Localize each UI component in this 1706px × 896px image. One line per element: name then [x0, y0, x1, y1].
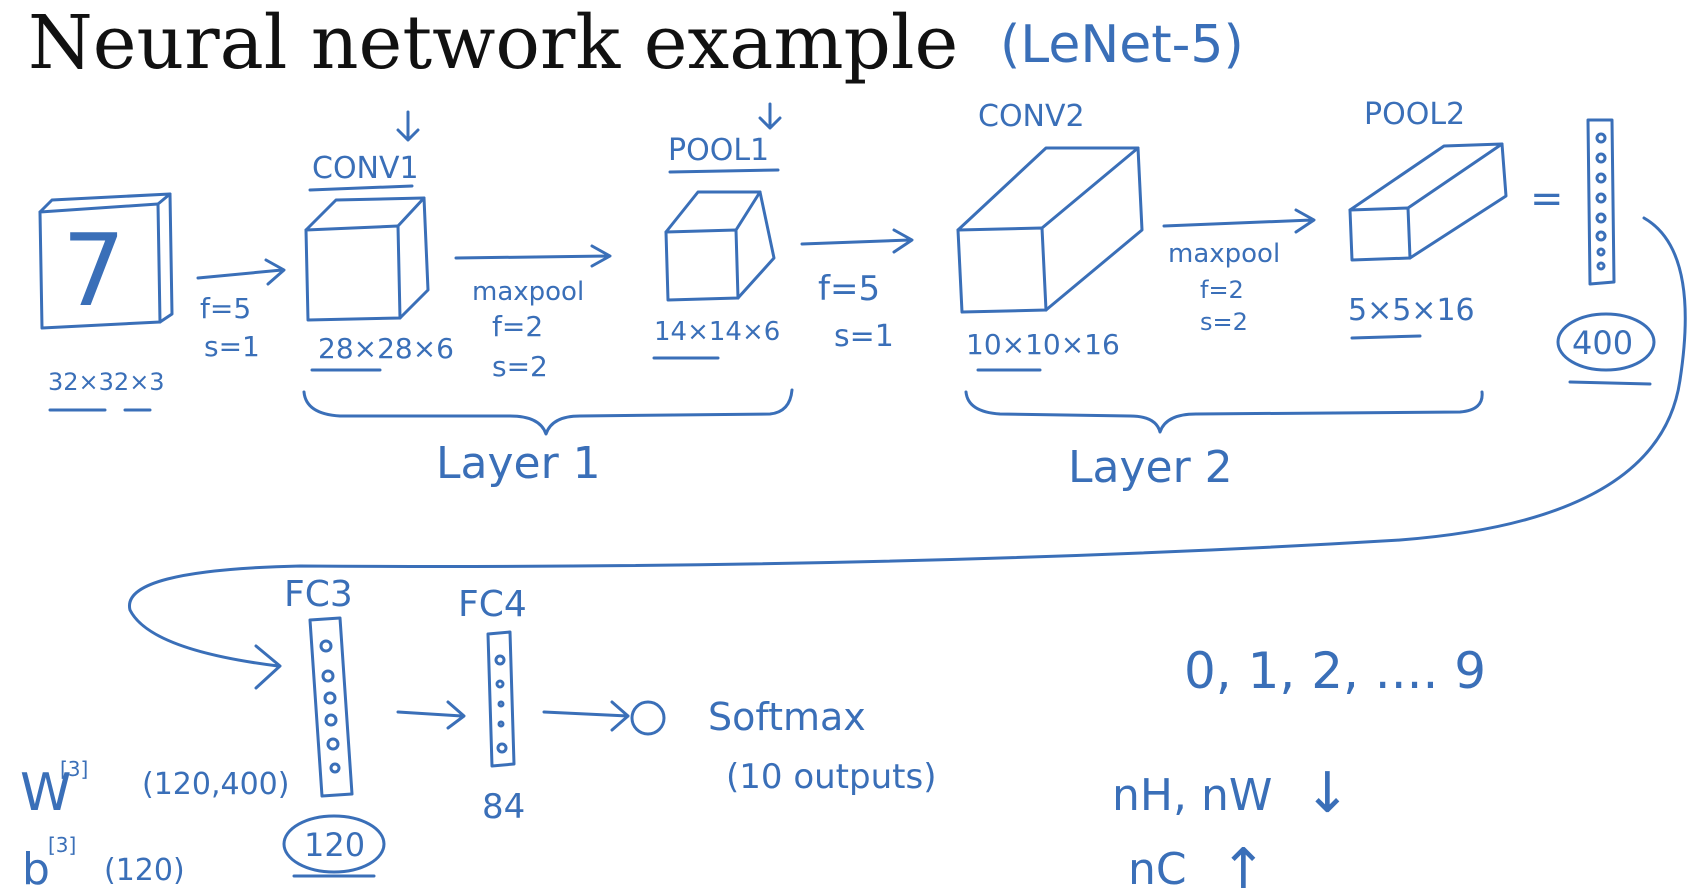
conv1-f: f=5 — [200, 292, 251, 325]
subtitle: (LeNet-5) — [1000, 15, 1244, 75]
softmax-outputs: (10 outputs) — [726, 757, 936, 797]
conv2-dims: 10×10×16 — [966, 328, 1120, 361]
pool2-s: s=2 — [1200, 308, 1248, 336]
b-shape: (120) — [104, 853, 185, 888]
w-shape: (120,400) — [142, 767, 289, 802]
conv1-volume — [304, 196, 430, 322]
layer2-label: Layer 2 — [1068, 442, 1233, 493]
conv1-label-underline — [308, 184, 414, 192]
layer2-brace — [964, 390, 1484, 434]
layer1-label: Layer 1 — [436, 438, 601, 489]
pool2-op: maxpool — [1168, 239, 1280, 269]
input-digit: 7 — [62, 212, 126, 329]
nc-text: nC — [1128, 844, 1187, 895]
fc3-vector — [308, 616, 354, 798]
w-symbol: W — [20, 763, 71, 823]
softmax-node — [630, 700, 666, 736]
flat-size-underline — [1568, 380, 1652, 386]
pool2-dims: 5×5×16 — [1348, 293, 1475, 328]
layer1-brace — [302, 388, 794, 436]
w-superscript: [3] — [60, 757, 88, 781]
pool1-op: maxpool — [472, 277, 584, 307]
input-image: 7 — [38, 192, 174, 330]
conv1-dims: 28×28×6 — [318, 332, 454, 365]
input-dims: 32×32×3 — [48, 368, 165, 396]
flat-size-circle — [1556, 312, 1656, 372]
connector-curve — [128, 216, 1687, 690]
pool1-volume — [664, 190, 776, 302]
pool1-label-underline — [668, 168, 780, 174]
conv1-s: s=1 — [204, 330, 260, 363]
flat-size: 400 — [1572, 324, 1633, 362]
fc3-size-circle — [282, 814, 386, 874]
pool1-label: POOL1 — [668, 133, 769, 168]
equals-sign: = — [1530, 176, 1564, 222]
conv1-label: CONV1 — [312, 151, 419, 186]
pool1-down-arrow — [758, 102, 782, 130]
fc3-size: 120 — [304, 826, 365, 864]
pool1-dims: 14×14×6 — [654, 317, 780, 347]
pool2-dims-underline — [1350, 334, 1422, 340]
b-superscript: [3] — [48, 833, 76, 857]
softmax-label: Softmax — [708, 695, 866, 739]
pool1-s: s=2 — [492, 350, 548, 383]
nc-up-arrow: ↑ — [1220, 837, 1267, 896]
b-symbol: b — [22, 844, 50, 895]
nh-nw-down-arrow: ↓ — [1304, 761, 1351, 826]
page-title: Neural network example — [28, 0, 959, 86]
fc4-size: 84 — [482, 787, 525, 827]
pool1-f: f=2 — [492, 310, 543, 343]
conv2-volume — [956, 146, 1144, 314]
pool2-label: POOL2 — [1364, 97, 1465, 132]
conv2-s: s=1 — [834, 319, 894, 354]
arrow-input-conv1 — [196, 258, 286, 286]
arrow-fc3-fc4 — [396, 700, 466, 730]
fc3-label: FC3 — [284, 574, 353, 615]
arrow-conv2-pool2 — [1162, 208, 1316, 234]
pool2-volume — [1348, 142, 1508, 262]
conv1-down-arrow — [396, 110, 420, 142]
conv2-label: CONV2 — [978, 99, 1085, 134]
arrow-fc4-softmax — [542, 700, 630, 732]
conv2-f: f=5 — [818, 269, 880, 309]
arrow-conv1-pool1 — [454, 244, 612, 268]
fc4-label: FC4 — [458, 584, 527, 625]
fc4-vector — [486, 630, 516, 768]
flat-vector — [1586, 118, 1616, 286]
pool2-f: f=2 — [1200, 276, 1244, 304]
arrow-pool1-conv2 — [800, 228, 914, 254]
nh-nw-text: nH, nW — [1112, 770, 1272, 821]
class-range: 0, 1, 2, .... 9 — [1184, 642, 1486, 700]
